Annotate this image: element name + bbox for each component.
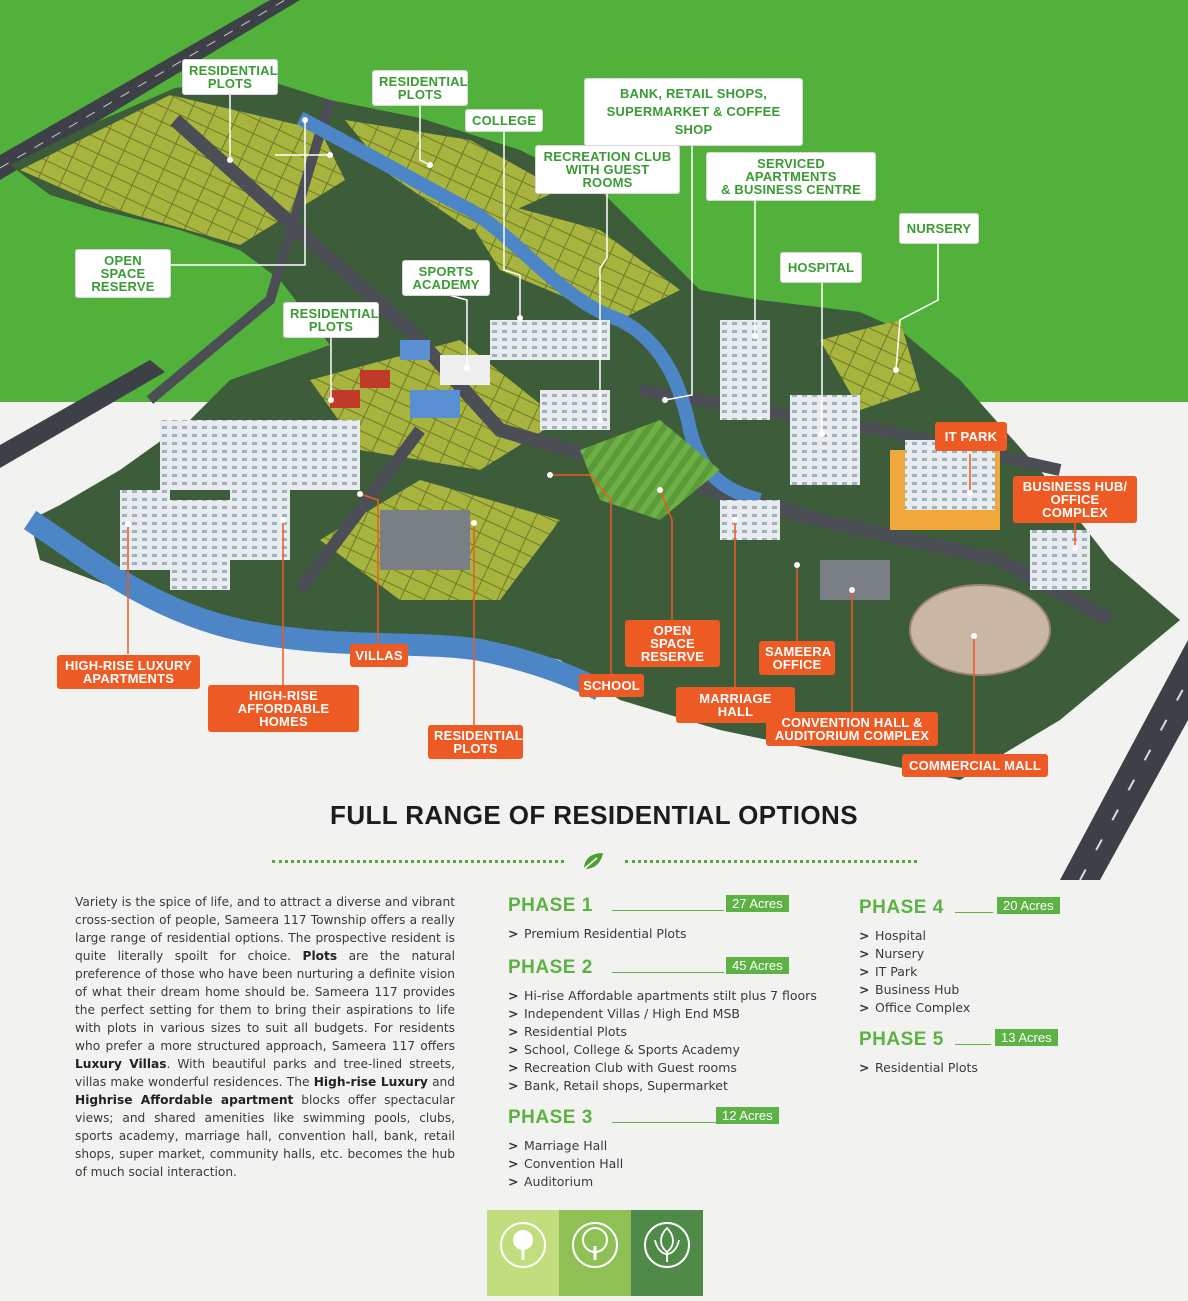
- acres-badge: 20 Acres: [997, 897, 1060, 914]
- list-item: >Hi-rise Affordable apartments stilt plu…: [508, 988, 817, 1003]
- label-nursery: NURSERY: [899, 213, 979, 244]
- tile-mid-green: [559, 1210, 631, 1296]
- phase-items: >Premium Residential Plots: [508, 925, 687, 943]
- label-sports-academy: SPORTS ACADEMY: [402, 260, 490, 296]
- intro-bold-affordable: Highrise Affordable apartment: [75, 1093, 294, 1107]
- label-serviced-apartments: SERVICED APARTMENTS & BUSINESS CENTRE: [706, 152, 876, 201]
- intro-bold-plots: Plots: [302, 949, 338, 963]
- list-item: >IT Park: [859, 964, 918, 979]
- label-residential-plots-4: RESIDENTIAL PLOTS: [428, 725, 523, 759]
- label-open-space-reserve-2: OPEN SPACE RESERVE: [625, 620, 720, 667]
- label-school: SCHOOL: [579, 674, 644, 697]
- phase-title: PHASE 2: [508, 957, 593, 978]
- phase-4: PHASE 4 20 Acres >Hospital >Nursery >IT …: [859, 897, 1069, 1022]
- tile-dark-green: [631, 1210, 703, 1296]
- township-aerial-illustration: [0, 0, 1188, 881]
- tile-light-green: [487, 1210, 559, 1296]
- label-residential-plots-2: RESIDENTIAL PLOTS: [372, 70, 468, 106]
- divider-dots-right: [625, 860, 917, 863]
- phase-2: PHASE 2 45 Acres >Hi-rise Affordable apa…: [508, 957, 817, 1097]
- label-residential-plots-1: RESIDENTIAL PLOTS: [182, 59, 278, 95]
- label-it-park: IT PARK: [935, 422, 1007, 451]
- label-bank-retail: BANK, RETAIL SHOPS, SUPERMARKET & COFFEE…: [584, 78, 803, 146]
- list-item: >Hospital: [859, 928, 927, 943]
- list-item: >Bank, Retail shops, Supermarket: [508, 1078, 728, 1093]
- label-commercial-mall: COMMERCIAL MALL: [902, 754, 1048, 777]
- list-item: >Office Complex: [859, 1000, 971, 1015]
- acres-badge: 45 Acres: [726, 957, 789, 974]
- label-residential-plots-3: RESIDENTIAL PLOTS: [283, 302, 379, 338]
- phase-title: PHASE 4: [859, 897, 944, 918]
- acres-badge: 13 Acres: [995, 1029, 1058, 1046]
- tree-leaf-icon: [644, 1222, 690, 1268]
- phase-title: PHASE 5: [859, 1029, 944, 1050]
- intro-bold-high-rise: High-rise Luxury: [313, 1075, 428, 1089]
- label-hospital: HOSPITAL: [780, 252, 862, 283]
- phase-title: PHASE 3: [508, 1107, 593, 1128]
- list-item: >Recreation Club with Guest rooms: [508, 1060, 737, 1075]
- list-item: >Residential Plots: [859, 1060, 978, 1075]
- tree-circle-icon: [572, 1222, 618, 1268]
- list-item: >Residential Plots: [508, 1024, 627, 1039]
- label-high-rise-affordable: HIGH-RISE AFFORDABLE HOMES: [208, 685, 359, 732]
- label-convention-hall: CONVENTION HALL & AUDITORIUM COMPLEX: [766, 712, 938, 746]
- label-recreation-club: RECREATION CLUB WITH GUEST ROOMS: [535, 145, 680, 194]
- tree-round-icon: [500, 1222, 546, 1268]
- label-open-space-reserve-1: OPEN SPACE RESERVE: [75, 249, 171, 298]
- phase-items: >Marriage Hall >Convention Hall >Auditor…: [508, 1137, 623, 1191]
- label-high-rise-luxury: HIGH-RISE LUXURY APARTMENTS: [57, 655, 200, 689]
- list-item: >Marriage Hall: [508, 1138, 608, 1153]
- label-business-hub: BUSINESS HUB/ OFFICE COMPLEX: [1013, 476, 1137, 523]
- section-heading: FULL RANGE OF RESIDENTIAL OPTIONS: [330, 800, 858, 830]
- label-sameera-office: SAMEERA OFFICE: [759, 641, 835, 675]
- phase-items: >Hospital >Nursery >IT Park >Business Hu…: [859, 927, 970, 1017]
- phase-title: PHASE 1: [508, 895, 593, 916]
- divider-dots-left: [272, 860, 564, 863]
- intro-paragraph: Variety is the spice of life, and to att…: [75, 895, 456, 1179]
- list-item: >Independent Villas / High End MSB: [508, 1006, 740, 1021]
- list-item: >Nursery: [859, 946, 925, 961]
- phase-5: PHASE 5 13 Acres >Residential Plots: [859, 1029, 1069, 1089]
- township-master-plan: RESIDENTIAL PLOTS RESIDENTIAL PLOTS COLL…: [0, 0, 1188, 881]
- intro-bold-villas: Luxury Villas: [75, 1057, 167, 1071]
- list-item: >Business Hub: [859, 982, 960, 997]
- label-villas: VILLAS: [350, 644, 408, 667]
- leaf-icon: [581, 851, 605, 871]
- list-item: >School, College & Sports Academy: [508, 1042, 740, 1057]
- acres-badge: 27 Acres: [726, 895, 789, 912]
- list-item: >Premium Residential Plots: [508, 926, 687, 941]
- phase-items: >Residential Plots: [859, 1059, 978, 1077]
- label-college: COLLEGE: [465, 109, 543, 132]
- phase-3: PHASE 3 12 Acres >Marriage Hall >Convent…: [508, 1107, 790, 1197]
- phase-1: PHASE 1 27 Acres >Premium Residential Pl…: [508, 895, 790, 955]
- list-item: >Auditorium: [508, 1174, 594, 1189]
- acres-badge: 12 Acres: [716, 1107, 779, 1124]
- list-item: >Convention Hall: [508, 1156, 624, 1171]
- phase-items: >Hi-rise Affordable apartments stilt plu…: [508, 987, 817, 1095]
